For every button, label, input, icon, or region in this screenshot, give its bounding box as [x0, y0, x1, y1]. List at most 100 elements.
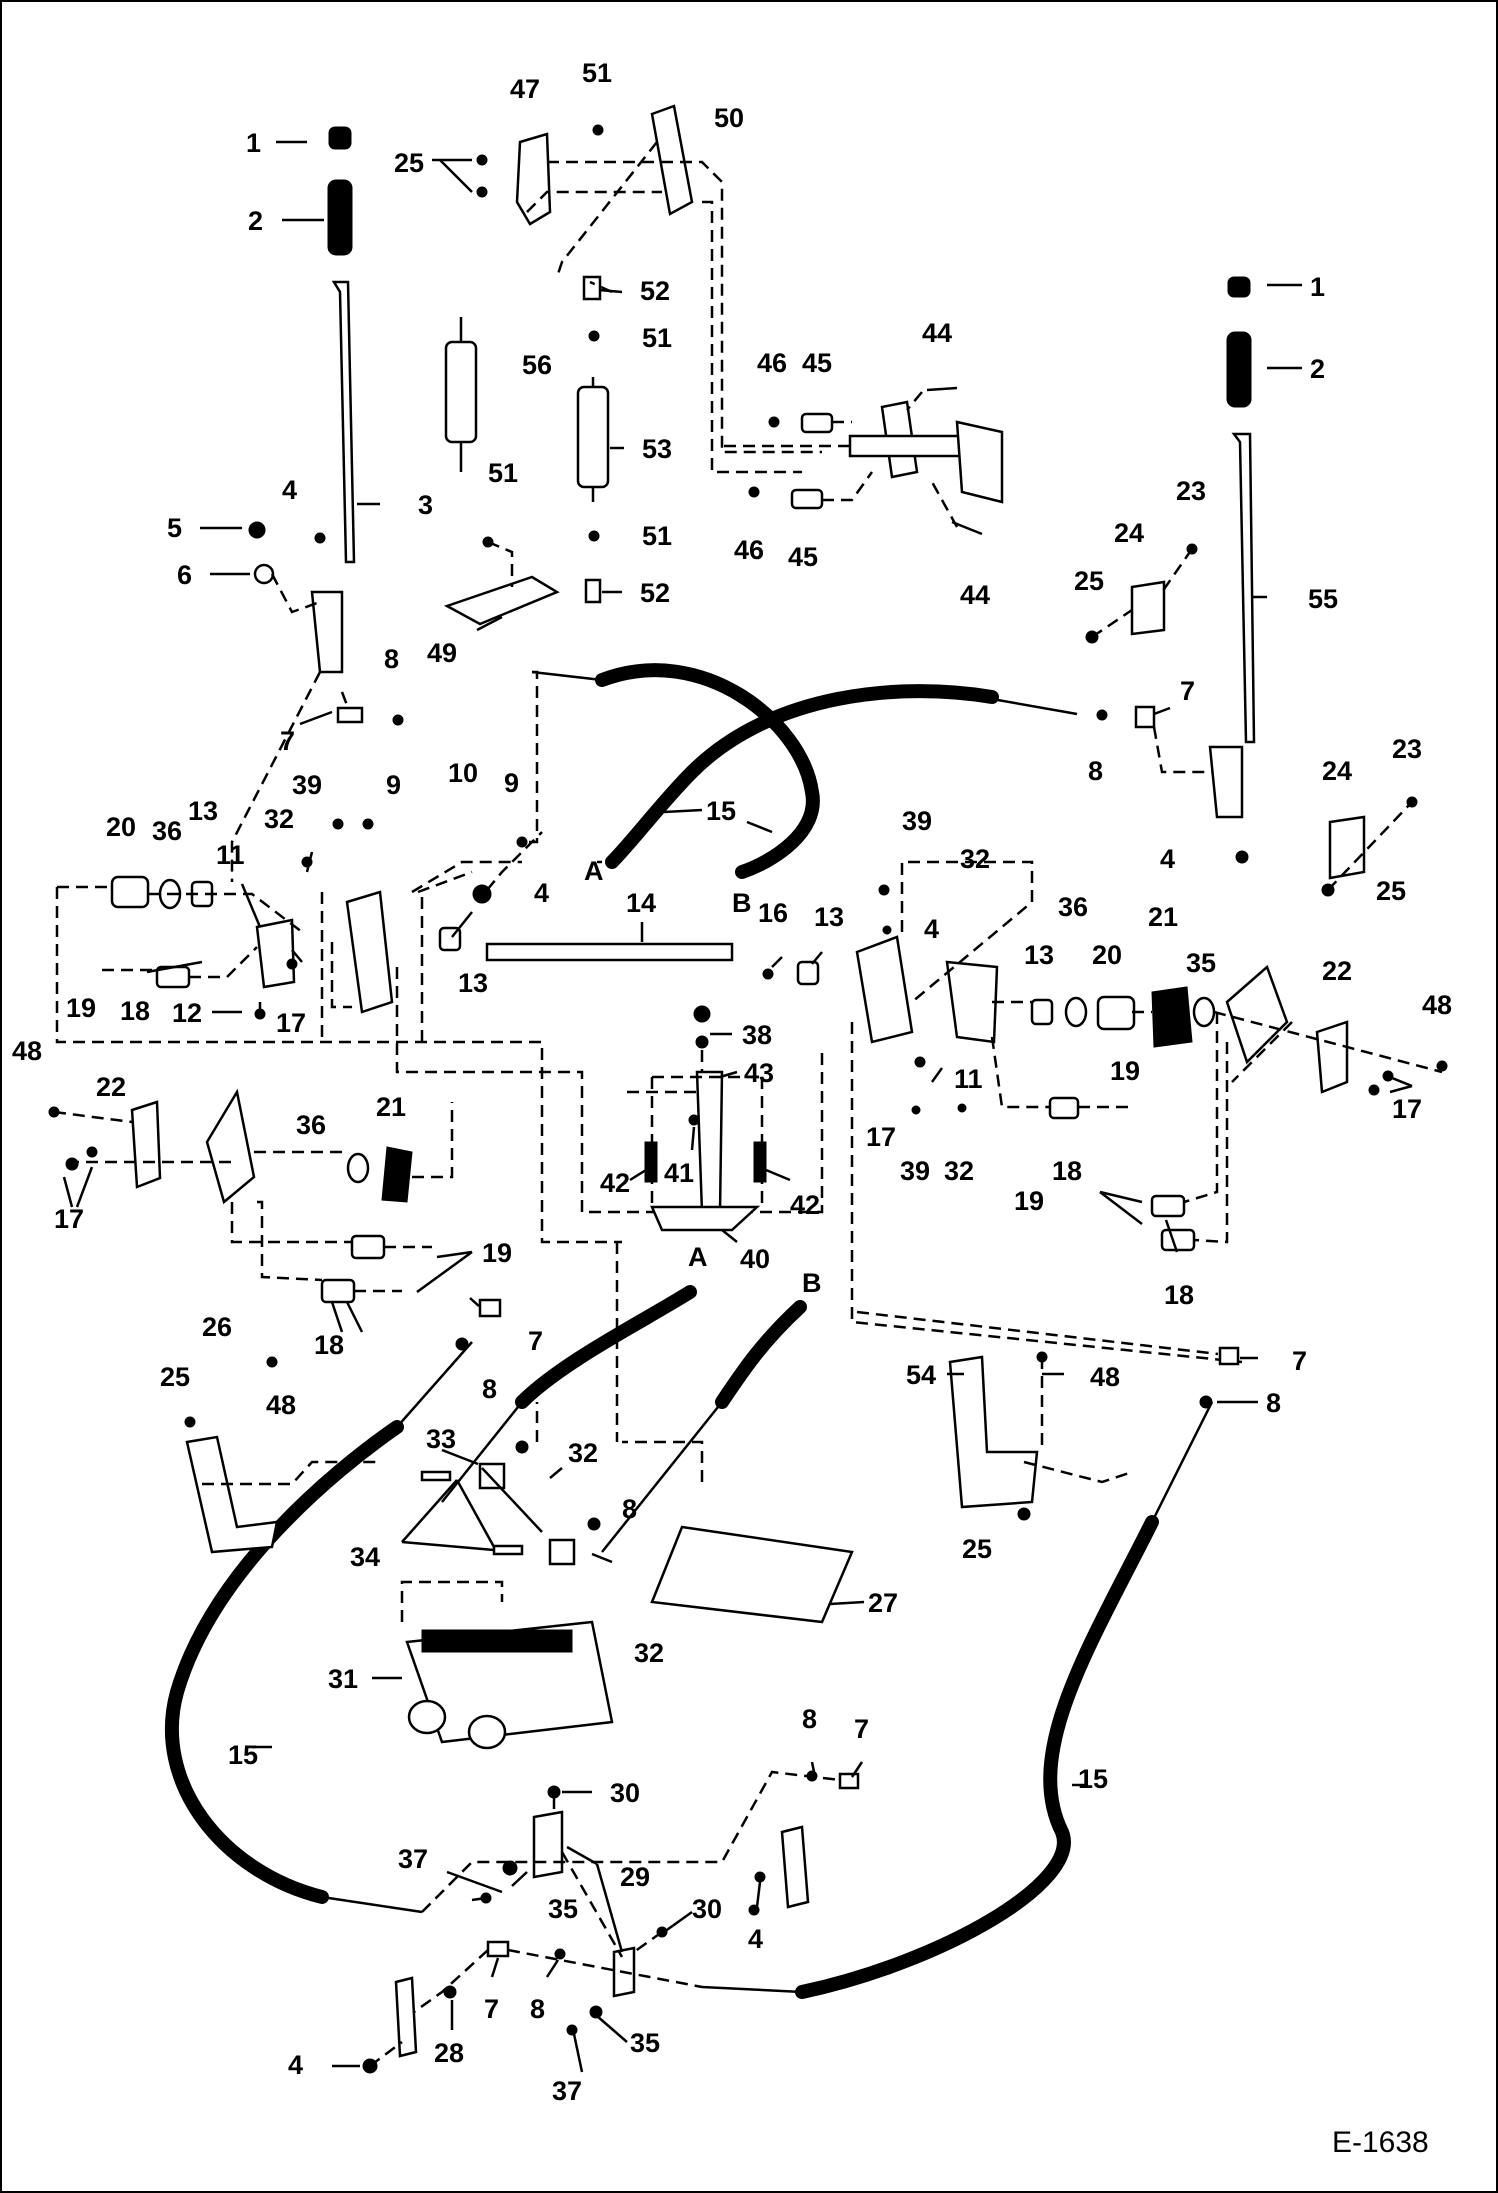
- callout-42-right: 42: [790, 1190, 820, 1220]
- washer-35: [1192, 996, 1216, 1028]
- callout-19-right: 19: [1110, 1056, 1140, 1086]
- callout-45-bottom: 45: [788, 542, 818, 572]
- callout-8-bottom-right: 8: [802, 1704, 817, 1734]
- callout-6: 6: [177, 560, 192, 590]
- callout-25-right-top: 25: [1074, 566, 1104, 596]
- callout-7-lower-left: 7: [528, 1326, 543, 1356]
- callout-35-bottom: 35: [630, 2028, 660, 2058]
- cross-shaft-14: [485, 942, 734, 962]
- callout-20-right: 20: [1092, 940, 1122, 970]
- spring-21-right: [1151, 986, 1193, 1048]
- callout-33: 33: [426, 1424, 456, 1454]
- callout-21-right: 21: [1148, 902, 1178, 932]
- callout-27: 27: [868, 1588, 898, 1618]
- left-lever-clevis-pin: [392, 714, 404, 726]
- callout-46-bottom: 46: [734, 535, 764, 565]
- link-43: [695, 1070, 724, 1214]
- callout-43: 43: [744, 1058, 774, 1088]
- callout-51-top: 51: [582, 58, 612, 88]
- left-bellcrank: [345, 890, 394, 1014]
- callout-28: 28: [434, 2038, 464, 2068]
- callout-35-mid: 35: [548, 1894, 578, 1924]
- lower-assembly: [165, 1242, 1258, 1999]
- bushing-20-right: [1096, 995, 1136, 1031]
- left-lever-shaft: [331, 280, 356, 564]
- callout-8-lower-a: 8: [482, 1374, 497, 1404]
- bracket-33-upper: [478, 1462, 506, 1490]
- callout-25-right-low: 25: [1376, 876, 1406, 906]
- callout-32-lower-b: 32: [634, 1638, 664, 1668]
- callout-4-right-lever: 4: [1160, 844, 1175, 874]
- left-lever-washer: [253, 563, 275, 585]
- callout-7-lower-right: 7: [1292, 1346, 1307, 1376]
- callout-54: 54: [906, 1360, 936, 1390]
- callout-9-mid: 9: [504, 768, 519, 798]
- callout-26: 26: [202, 1312, 232, 1342]
- callout-3: 3: [418, 490, 433, 520]
- pedal-shaft-assembly: [722, 386, 1004, 536]
- bushing-45-top: [800, 412, 834, 434]
- callout-44-top: 44: [922, 318, 952, 348]
- callout-31: 31: [328, 1664, 358, 1694]
- callout-7-bottom-right: 7: [854, 1714, 869, 1744]
- bushing-45-bottom: [790, 488, 824, 510]
- callout-37-bottom: 37: [552, 2076, 582, 2106]
- callout-48-lower-left: 48: [266, 1390, 296, 1420]
- pedal-shaft: [848, 434, 962, 458]
- callout-32-lower-a: 32: [568, 1438, 598, 1468]
- callout-17-right: 17: [1392, 1094, 1422, 1124]
- right-lever-grip: [1226, 331, 1252, 408]
- callout-21-left: 21: [376, 1092, 406, 1122]
- callout-8-lower-right: 8: [1266, 1388, 1281, 1418]
- callout-13-far-left: 13: [188, 796, 218, 826]
- callout-16: 16: [758, 898, 788, 928]
- callout-32-left: 32: [264, 804, 294, 834]
- cable-15-lower-left: [165, 1420, 404, 1904]
- callout-18-left: 18: [120, 996, 150, 1026]
- bracket-54: [948, 1355, 1039, 1509]
- callout-24-top: 24: [1114, 518, 1144, 548]
- right-lever-clevis: [1134, 705, 1156, 729]
- cable-15-right: [605, 684, 999, 869]
- callout-19-left-lower: 19: [482, 1238, 512, 1268]
- callout-35-upper: 35: [1186, 948, 1216, 978]
- callout-32-right: 32: [960, 844, 990, 874]
- callout-13-shaft: 13: [458, 968, 488, 998]
- right-arm-11: [945, 960, 999, 1044]
- left-lever-nut: [248, 521, 266, 539]
- cable-end-B-upper: B: [732, 888, 752, 918]
- upper-linkage: [432, 104, 822, 632]
- callout-13-center: 13: [814, 902, 844, 932]
- callout-labels: 1 2 3 4 5 6 7 8 47 51 50 25 52 51 56 53 …: [12, 58, 1452, 2106]
- callout-29: 29: [620, 1862, 650, 1892]
- pin-34-upper: [420, 1470, 452, 1482]
- callout-4-shaft: 4: [534, 878, 549, 908]
- callout-37-upper: 37: [398, 1844, 428, 1874]
- callout-8-bottom-left: 8: [530, 1994, 545, 2024]
- left-lever-knob: [328, 126, 352, 150]
- callout-8-left-lever: 8: [384, 644, 399, 674]
- callout-36-left: 36: [152, 816, 182, 846]
- callout-15-lower-right: 15: [1078, 1764, 1108, 1794]
- callout-50: 50: [714, 103, 744, 133]
- callout-48-lower-right: 48: [1090, 1362, 1120, 1392]
- callout-2-right: 2: [1310, 354, 1325, 384]
- bushing-20-left: [110, 875, 150, 909]
- cable-end-A-lower: A: [688, 1242, 708, 1272]
- arm-bottom-left: [394, 1976, 418, 2058]
- pin-34-lower: [492, 1544, 524, 1556]
- callout-4-bottom-right: 4: [748, 1924, 763, 1954]
- callout-15-lower-left: 15: [228, 1740, 258, 1770]
- left-lever-mount: [310, 590, 344, 674]
- callout-39-left: 39: [292, 770, 322, 800]
- clevis-7-bottom-left: [486, 1940, 510, 1958]
- callout-32-center: 32: [944, 1156, 974, 1186]
- link-plate-47: [515, 132, 552, 226]
- callout-4-bottom-left: 4: [288, 2050, 303, 2080]
- callout-13-right: 13: [1024, 940, 1054, 970]
- callout-39-center: 39: [900, 1156, 930, 1186]
- callout-18-right-1: 18: [1052, 1156, 1082, 1186]
- right-shaft-hardware: [850, 860, 1448, 1364]
- cylinder-53: [576, 385, 610, 489]
- callout-48-right: 48: [1422, 990, 1452, 1020]
